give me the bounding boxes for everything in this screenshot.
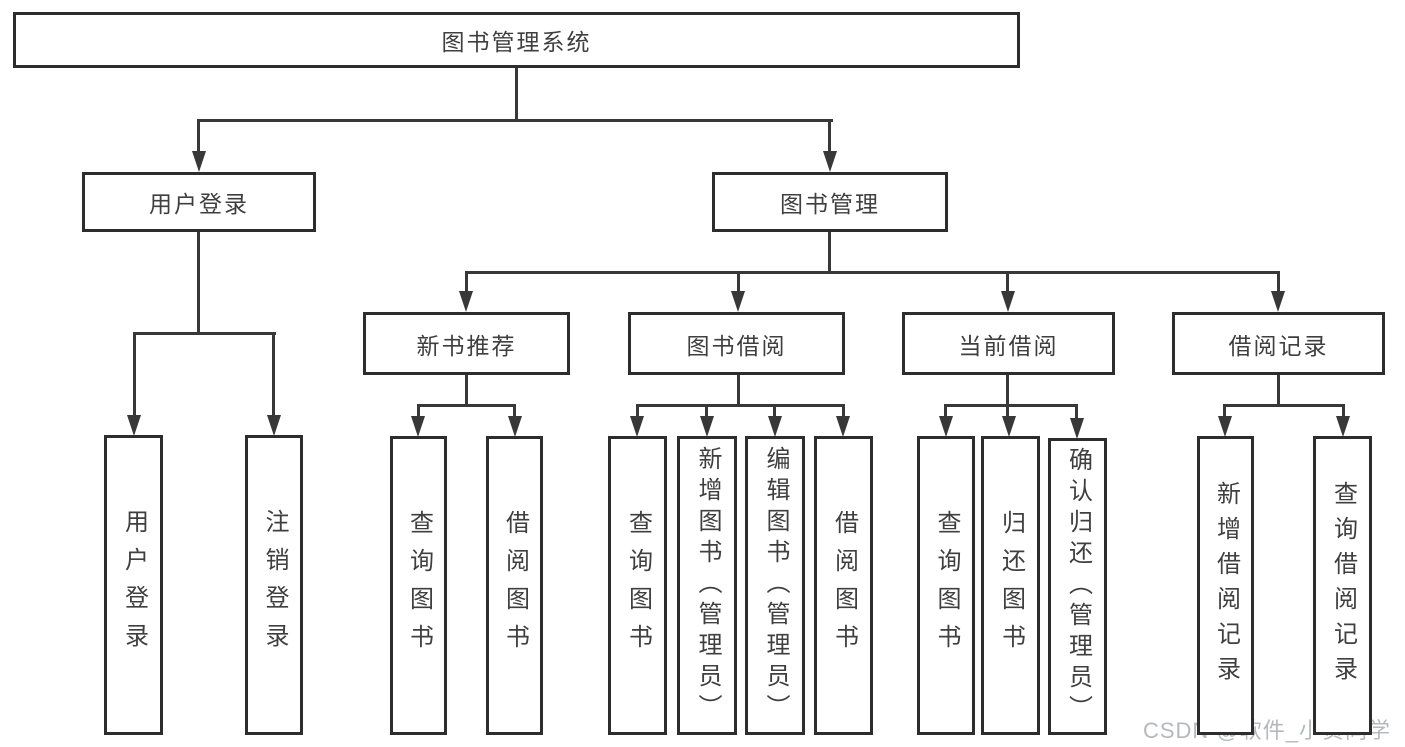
arrow-down-icon: [823, 151, 837, 172]
connector-line: [1006, 375, 1009, 406]
arrow-down-icon: [1271, 291, 1285, 312]
arrow-down-icon: [1336, 416, 1350, 437]
node-cb-query-books: 查询图书: [917, 436, 975, 735]
node-current-borrowing: 当前借阅: [902, 312, 1115, 375]
node-br-query-record: 查询借阅记录: [1313, 436, 1372, 735]
connector-line: [465, 375, 468, 406]
connector-line: [636, 404, 844, 407]
connector-line: [636, 404, 639, 420]
arrow-down-icon: [1070, 418, 1084, 439]
connector-line: [197, 119, 200, 155]
node-user-login-branch: 用户登录: [82, 172, 316, 232]
node-br-add-record: 新增借阅记录: [1197, 436, 1254, 735]
connector-line: [513, 404, 516, 420]
connector-line: [737, 375, 740, 406]
node-label: 新书推荐: [416, 332, 517, 359]
node-label: 注销登录: [261, 509, 288, 661]
node-label: 借阅图书: [501, 509, 529, 662]
connector-line: [944, 404, 1077, 407]
connector-line: [197, 232, 200, 335]
connector-line: [1223, 404, 1226, 420]
connector-line: [133, 332, 276, 335]
node-bb-borrow-books: 借阅图书: [814, 436, 873, 735]
node-label: 查询图书: [933, 509, 960, 662]
connector-line: [842, 404, 845, 420]
connector-line: [1277, 271, 1280, 295]
connector-line: [417, 404, 420, 420]
node-label: 确认归还（管理员）: [1064, 447, 1092, 726]
node-label: 归还图书: [997, 509, 1025, 662]
arrow-down-icon: [267, 415, 281, 436]
arrow-down-icon: [459, 291, 473, 312]
connector-line: [705, 404, 708, 420]
connector-line: [773, 404, 776, 420]
node-bb-add-books-admin: 新增图书（管理员）: [677, 436, 737, 735]
node-book-borrowing: 图书借阅: [628, 312, 845, 375]
node-label: 新增借阅记录: [1212, 480, 1240, 691]
connector-line: [1075, 404, 1078, 420]
arrow-down-icon: [1218, 416, 1232, 437]
connector-line: [1342, 404, 1345, 420]
connector-line: [272, 332, 275, 418]
node-library-management-system: 图书管理系统: [13, 12, 1020, 68]
connector-line: [465, 271, 1280, 274]
connector-line: [1223, 404, 1344, 407]
arrow-down-icon: [939, 416, 953, 437]
node-label: 当前借阅: [958, 332, 1059, 359]
node-bb-edit-books-admin: 编辑图书（管理员）: [745, 436, 805, 735]
node-label: 用户登录: [149, 191, 249, 217]
node-label: 新增图书（管理员）: [694, 446, 721, 725]
arrow-down-icon: [127, 415, 141, 436]
arrow-down-icon: [836, 416, 850, 437]
node-borrow-records: 借阅记录: [1172, 312, 1385, 375]
arrow-down-icon: [700, 416, 714, 437]
node-new-book-recommend: 新书推荐: [363, 312, 570, 375]
node-label: 借阅记录: [1228, 332, 1329, 359]
node-label: 编辑图书（管理员）: [762, 446, 789, 725]
node-logout: 注销登录: [245, 435, 303, 735]
connector-line: [828, 232, 831, 274]
node-book-management: 图书管理: [712, 172, 948, 232]
node-label: 图书管理系统: [441, 29, 592, 55]
arrow-down-icon: [1001, 291, 1015, 312]
connector-line: [417, 404, 516, 407]
node-user-login: 用户登录: [104, 435, 163, 735]
connector-line: [133, 332, 136, 418]
connector-line: [828, 119, 831, 155]
node-label: 用户登录: [120, 509, 148, 661]
arrow-down-icon: [508, 416, 522, 437]
connector-line: [944, 404, 947, 420]
connector-line: [197, 119, 833, 122]
connector-line: [737, 271, 740, 295]
node-label: 查询图书: [624, 509, 652, 662]
node-bb-query-books: 查询图书: [608, 436, 667, 735]
connector-line: [1006, 404, 1009, 420]
connector-line: [515, 68, 518, 121]
arrow-down-icon: [768, 416, 782, 437]
node-label: 查询借阅记录: [1329, 480, 1357, 691]
connector-line: [1006, 271, 1009, 295]
connector-line: [1277, 375, 1280, 406]
arrow-down-icon: [731, 291, 745, 312]
node-label: 查询图书: [405, 509, 433, 662]
connector-line: [465, 271, 468, 295]
node-label: 图书借阅: [686, 332, 787, 359]
node-nbr-query-books: 查询图书: [390, 436, 447, 735]
arrow-down-icon: [411, 416, 425, 437]
node-cb-return-books: 归还图书: [981, 436, 1040, 735]
node-label: 图书管理: [780, 191, 880, 217]
arrow-down-icon: [1002, 416, 1016, 437]
node-nbr-borrow-books: 借阅图书: [486, 436, 543, 735]
arrow-down-icon: [192, 151, 206, 172]
node-label: 借阅图书: [830, 509, 858, 662]
arrow-down-icon: [630, 416, 644, 437]
node-cb-confirm-return-admin: 确认归还（管理员）: [1048, 438, 1107, 735]
